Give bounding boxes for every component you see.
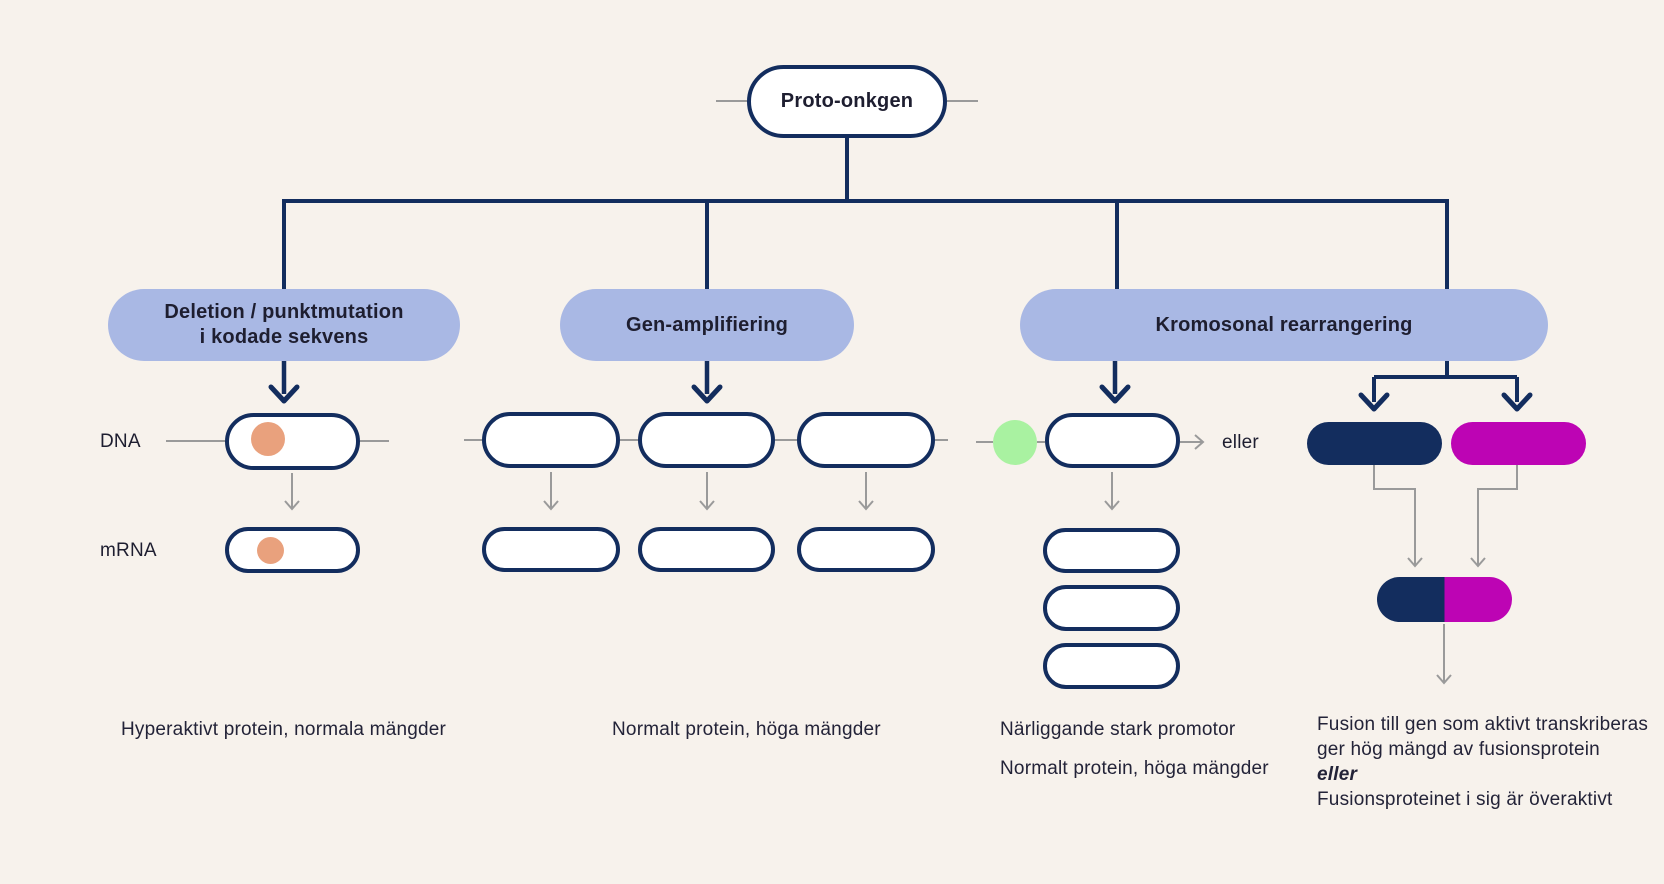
eller-label: eller bbox=[1222, 432, 1259, 453]
header3-label: Kromosonal rearrangering bbox=[1155, 313, 1413, 336]
branch2-mrna-pill-1 bbox=[482, 527, 620, 572]
branch4-left-elbow bbox=[1373, 465, 1416, 565]
branch3-eller-arrowhead-icon bbox=[1194, 434, 1205, 450]
branch4-left-arrowhead-icon bbox=[1358, 392, 1390, 412]
gray-connectors bbox=[166, 100, 1518, 685]
branch1-transcription-arrowhead-icon bbox=[284, 500, 300, 511]
branch2-transcription-arrows bbox=[550, 472, 867, 508]
branch2-dna-gene-pill-1 bbox=[482, 412, 620, 468]
branch2-arrowhead2-icon bbox=[699, 500, 715, 511]
header-gen-amplifiering: Gen-amplifiering bbox=[560, 289, 854, 361]
mrna-row-label: mRNA bbox=[100, 540, 157, 561]
branch2-arrowhead1-icon bbox=[543, 500, 559, 511]
branch2-dna-gene-pill-2 bbox=[638, 412, 775, 468]
header-kromosonal-rearrangering: Kromosonal rearrangering bbox=[1020, 289, 1548, 361]
branch4-right-elbow-arrowhead-icon bbox=[1470, 557, 1486, 568]
tree-lines bbox=[282, 136, 1449, 291]
branch2-mrna-pill-2 bbox=[638, 527, 775, 572]
branch3-dna-gene-pill bbox=[1045, 413, 1180, 468]
branch-arrows bbox=[268, 361, 1533, 412]
fusion-gene-a-pill bbox=[1307, 422, 1442, 465]
caption-branch1: Hyperaktivt protein, normala mängder bbox=[121, 719, 447, 740]
caption-branch4-eller: eller bbox=[1317, 764, 1358, 785]
mutation-dot-dna-icon bbox=[251, 422, 285, 456]
caption-branch4-line4: Fusionsproteinet i sig är överaktivt bbox=[1317, 789, 1613, 810]
branch3-mrna-pill-3 bbox=[1043, 643, 1180, 689]
branch3-transcription-arrowhead-icon bbox=[1104, 500, 1120, 511]
branch4-left-elbow-arrowhead-icon bbox=[1407, 557, 1423, 568]
caption-branch3: Närliggande stark promotor Normalt prote… bbox=[1000, 717, 1269, 781]
fusion-gene-b-pill bbox=[1451, 422, 1586, 465]
caption-branch4-line1: Fusion till gen som aktivt transkriberas bbox=[1317, 714, 1649, 735]
caption-branch3-line1: Närliggande stark promotor bbox=[1000, 719, 1236, 740]
root-node-proto-onkgen: Proto-onkgen bbox=[747, 65, 947, 138]
branch3-mrna-pill-1 bbox=[1043, 528, 1180, 573]
dna-row-label: DNA bbox=[100, 431, 141, 452]
caption-branch4-line2: ger hög mängd av fusionsprotein bbox=[1317, 739, 1600, 760]
branch1-mrna-pill bbox=[225, 527, 360, 573]
branch2-dna-gene-pill-3 bbox=[797, 412, 935, 468]
fused-gene-pill bbox=[1377, 577, 1512, 622]
header2-label: Gen-amplifiering bbox=[625, 313, 789, 336]
branch4-split-lines bbox=[1372, 361, 1519, 402]
branch3-mrna-pill-2 bbox=[1043, 585, 1180, 631]
branch2-mrna-pill-3 bbox=[797, 527, 935, 572]
caption-branch4: Fusion till gen som aktivt transkriberas… bbox=[1317, 712, 1648, 812]
branch2-arrowhead3-icon bbox=[858, 500, 874, 511]
branch3-arrowhead-icon bbox=[1099, 384, 1131, 404]
branch2-arrowhead-icon bbox=[691, 384, 723, 404]
header1-label: Deletion / punktmutation i kodade sekven… bbox=[164, 301, 404, 348]
branch1-arrowhead-icon bbox=[268, 384, 300, 404]
root-node-label: Proto-onkgen bbox=[780, 90, 914, 112]
branch4-right-elbow bbox=[1477, 465, 1518, 565]
caption-branch3-line2: Normalt protein, höga mängder bbox=[1000, 758, 1269, 779]
strong-promoter-circle-icon bbox=[993, 420, 1037, 465]
fusion-output-arrowhead-icon bbox=[1436, 674, 1452, 685]
mutation-dot-mrna-icon bbox=[257, 537, 284, 564]
branch1-dna-gene-pill bbox=[225, 413, 360, 470]
header-deletion-punktmutation: Deletion / punktmutation i kodade sekven… bbox=[108, 289, 460, 361]
caption-branch2: Normalt protein, höga mängder bbox=[612, 719, 881, 740]
branch4-right-arrowhead-icon bbox=[1501, 392, 1533, 412]
